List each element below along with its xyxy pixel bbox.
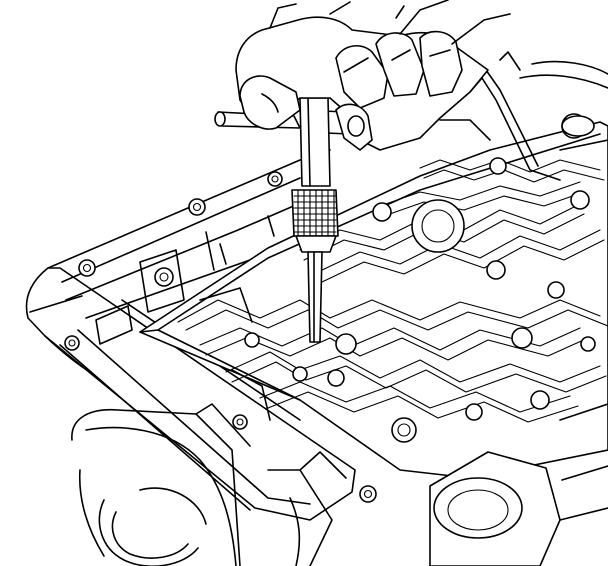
valve-body: [139, 113, 608, 479]
case-details: [95, 215, 275, 421]
output-bore: [429, 403, 608, 566]
oil-pan-flange: [25, 149, 356, 521]
flange-bolts: [64, 171, 377, 503]
technician-hand: [235, 0, 511, 151]
t-handle-tool: [214, 97, 351, 343]
bell-housing: [71, 403, 347, 566]
